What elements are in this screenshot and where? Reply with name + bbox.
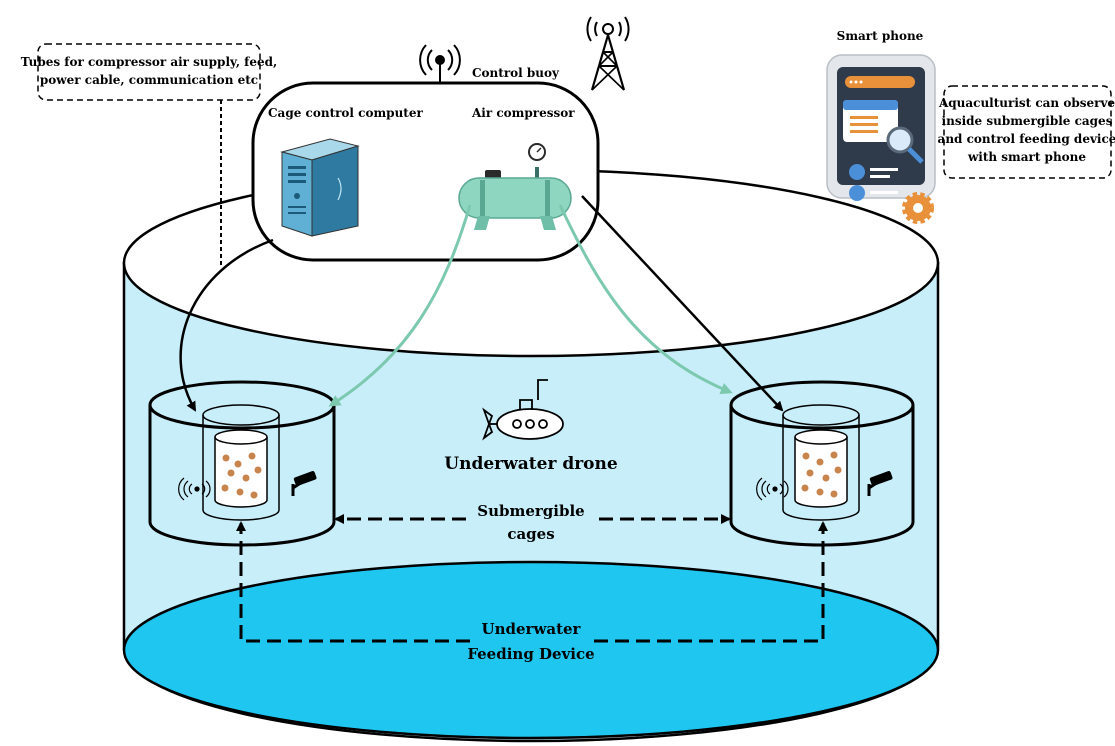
wireless-sensor-icon — [756, 477, 789, 501]
smartphone-note-line-1: Aquaculturist can observe — [938, 96, 1115, 110]
smartphone-note: Aquaculturist can observe inside submerg… — [938, 85, 1115, 179]
smartphone-note-line-4: with smart phone — [967, 150, 1086, 164]
control-buoy: Control buoy Cage control computer Air c… — [251, 44, 600, 262]
tubes-note: Tubes for compressor air supply, feed, p… — [21, 43, 277, 265]
gear-icon — [902, 192, 934, 224]
security-camera-icon — [867, 471, 893, 496]
tubes-note-line-2: power cable, communication etc — [40, 73, 258, 87]
air-compressor-icon — [458, 143, 572, 230]
feeding-loop-right — [594, 521, 828, 643]
submergible-cages-label-2: cages — [507, 525, 554, 543]
cable-to-right-cage — [581, 195, 784, 412]
computer-tower-icon — [280, 138, 360, 237]
air-line-to-left-cage — [328, 204, 472, 407]
cable-to-left-cage — [179, 238, 274, 412]
air-line-to-right-cage — [558, 204, 733, 395]
security-camera-icon — [291, 471, 317, 496]
feed-pellets — [801, 451, 842, 498]
tubes-note-line-1: Tubes for compressor air supply, feed, — [21, 55, 277, 69]
feed-pellets — [221, 452, 262, 499]
right-submergible-cage — [729, 380, 915, 547]
feeding-device-label-2: Feeding Device — [467, 645, 594, 663]
submergible-cages-label-1: Submergible — [477, 502, 584, 520]
control-buoy-label: Control buoy — [472, 66, 560, 80]
antenna-signal-icon — [419, 44, 461, 83]
smart-phone-label: Smart phone — [837, 29, 924, 43]
smartphone-note-line-3: and control feeding device — [938, 132, 1115, 146]
radio-tower-icon — [586, 16, 630, 91]
submarine-icon — [482, 379, 564, 441]
tank-floor — [122, 560, 940, 740]
smartphone-app-icon: Smart phone — [826, 29, 936, 224]
feeding-device-label-1: Underwater — [482, 620, 582, 638]
air-compressor-label: Air compressor — [471, 106, 575, 120]
underwater-drone-label: Underwater drone — [444, 454, 618, 474]
wireless-sensor-icon — [178, 477, 211, 501]
feeding-loop-left — [236, 521, 470, 643]
smartphone-note-line-2: inside submergible cages — [942, 114, 1113, 128]
cage-computer-label: Cage control computer — [268, 106, 423, 120]
